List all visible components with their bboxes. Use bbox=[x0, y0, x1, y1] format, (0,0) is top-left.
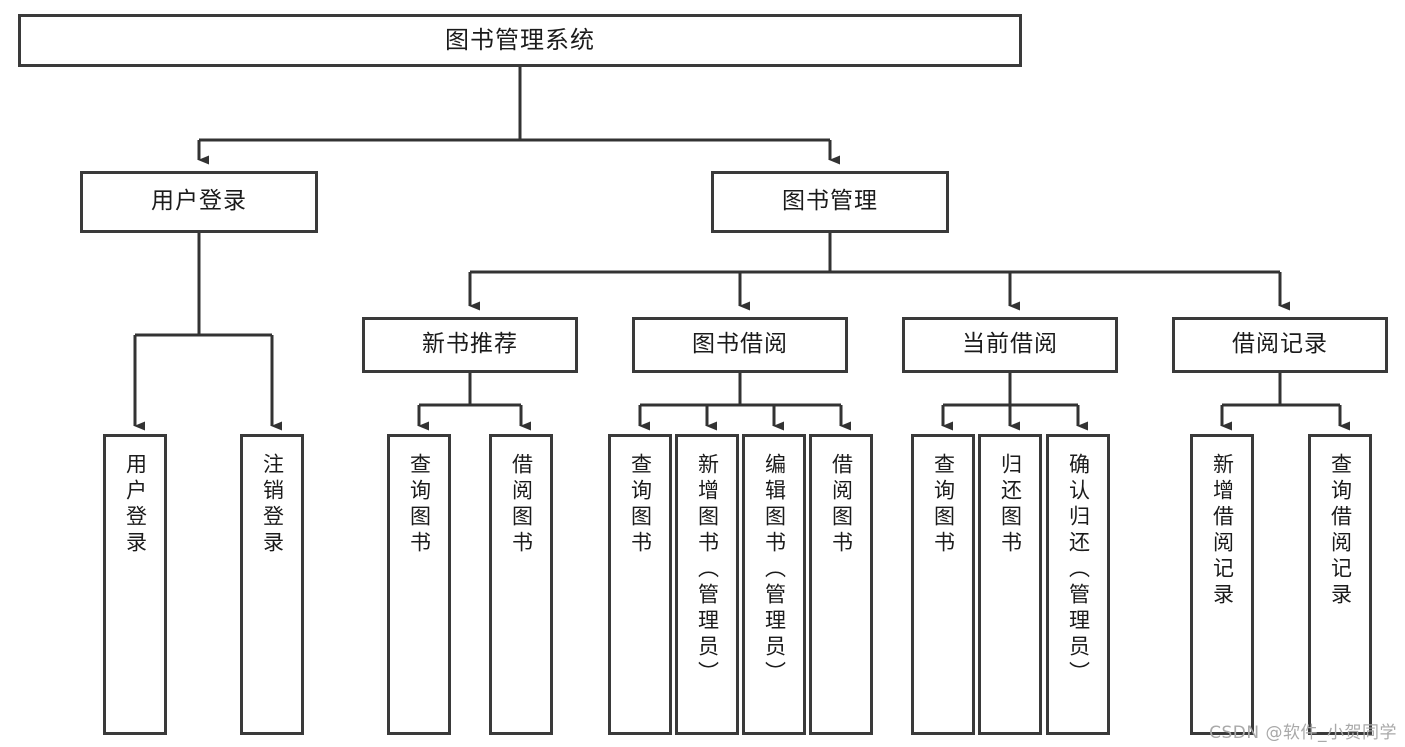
leaf-borrow-edit[interactable]: 编辑图书（管理员） bbox=[742, 434, 806, 735]
node-label: 归还图书 bbox=[998, 453, 1023, 557]
node-book-manage[interactable]: 图书管理 bbox=[711, 171, 949, 233]
leaf-borrow-lend[interactable]: 借阅图书 bbox=[809, 434, 873, 735]
leaf-user-login[interactable]: 用户登录 bbox=[103, 434, 167, 735]
node-label: 借阅记录 bbox=[1232, 331, 1328, 358]
leaf-rec-query-record[interactable]: 查询借阅记录 bbox=[1308, 434, 1372, 735]
node-label: 编辑图书（管理员） bbox=[762, 453, 787, 687]
node-label: 图书借阅 bbox=[692, 331, 788, 358]
node-new-book-rec[interactable]: 新书推荐 bbox=[362, 317, 578, 373]
node-current-borrow[interactable]: 当前借阅 bbox=[902, 317, 1118, 373]
node-label: 查询图书 bbox=[931, 453, 956, 557]
node-label: 借阅图书 bbox=[509, 453, 534, 557]
node-label: 借阅图书 bbox=[829, 453, 854, 557]
node-label: 注销登录 bbox=[260, 453, 285, 557]
node-root[interactable]: 图书管理系统 bbox=[18, 14, 1022, 67]
node-label: 查询图书 bbox=[628, 453, 653, 557]
node-user-login[interactable]: 用户登录 bbox=[80, 171, 318, 233]
node-book-borrow[interactable]: 图书借阅 bbox=[632, 317, 848, 373]
leaf-borrow-query[interactable]: 查询图书 bbox=[608, 434, 672, 735]
node-label: 用户登录 bbox=[123, 453, 148, 557]
node-label: 新书推荐 bbox=[422, 331, 518, 358]
node-label: 新增借阅记录 bbox=[1210, 453, 1235, 609]
node-label: 图书管理 bbox=[782, 188, 878, 215]
node-label: 图书管理系统 bbox=[445, 26, 595, 55]
node-borrow-record[interactable]: 借阅记录 bbox=[1172, 317, 1388, 373]
leaf-rec-add[interactable]: 新增借阅记录 bbox=[1190, 434, 1254, 735]
node-label: 确认归还（管理员） bbox=[1066, 453, 1091, 687]
leaf-cur-return[interactable]: 归还图书 bbox=[978, 434, 1042, 735]
node-label: 当前借阅 bbox=[962, 331, 1058, 358]
node-label: 查询借阅记录 bbox=[1328, 453, 1353, 609]
node-label: 用户登录 bbox=[151, 188, 247, 215]
leaf-cur-confirm[interactable]: 确认归还（管理员） bbox=[1046, 434, 1110, 735]
node-label: 新增图书（管理员） bbox=[695, 453, 720, 687]
leaf-borrow-add[interactable]: 新增图书（管理员） bbox=[675, 434, 739, 735]
leaf-rec-borrow[interactable]: 借阅图书 bbox=[489, 434, 553, 735]
leaf-rec-query[interactable]: 查询图书 bbox=[387, 434, 451, 735]
node-label: 查询图书 bbox=[407, 453, 432, 557]
leaf-cur-query[interactable]: 查询图书 bbox=[911, 434, 975, 735]
leaf-user-logout[interactable]: 注销登录 bbox=[240, 434, 304, 735]
